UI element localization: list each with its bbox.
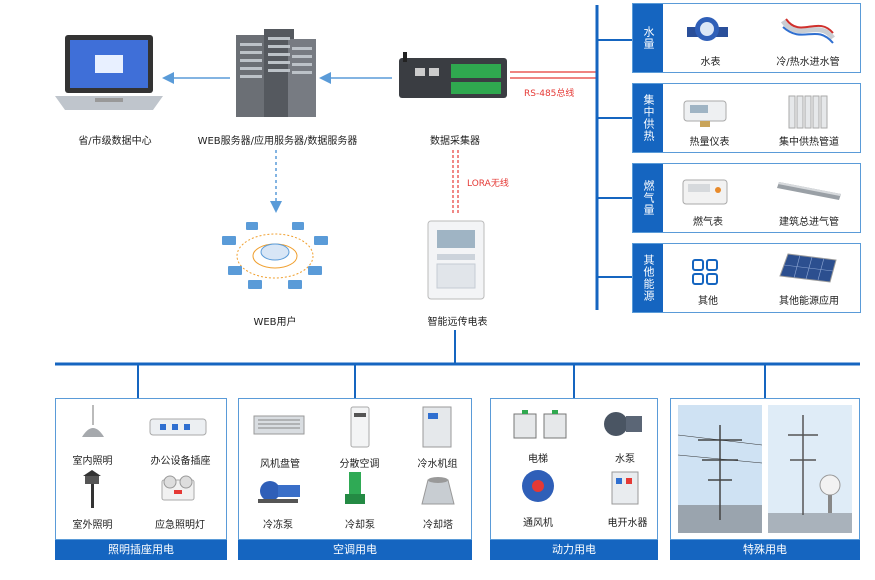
- elevator-icon: [513, 410, 567, 439]
- servers-label: WEB服务器/应用服务器/数据服务器: [197, 136, 358, 147]
- radiator-icon: [788, 95, 828, 129]
- gas-meter-label: 燃气表: [693, 217, 723, 228]
- split-ac-icon: [350, 406, 370, 448]
- water-pipe-icon: [780, 18, 835, 44]
- category-lighting-title: 照明插座用电: [55, 540, 227, 560]
- item-split-ac: 分散空调: [339, 459, 380, 470]
- server-rack-icon: [236, 29, 316, 117]
- panel-heating-title: 集中供热: [633, 84, 663, 152]
- panel-water: 水量: [632, 3, 861, 73]
- gas-pipe-label: 建筑总进气管: [779, 217, 839, 228]
- cooling-pump-icon: [345, 472, 365, 504]
- chiller-icon: [422, 406, 452, 448]
- web-users-network-icon: [222, 222, 328, 289]
- emergency-light-icon: [161, 475, 195, 501]
- item-elevator: 电梯: [528, 454, 548, 465]
- category-special-title: 特殊用电: [670, 540, 860, 560]
- rs485-label: RS-485总线: [524, 89, 575, 99]
- heating-pipe-label: 集中供热管道: [779, 137, 839, 148]
- other-energy-label: 其他能源应用: [779, 296, 839, 307]
- smart-meter-icon: [427, 220, 485, 300]
- province-center-label: 省/市级数据中心: [78, 136, 152, 147]
- laptop-icon: [55, 35, 163, 110]
- gas-pipe-icon: [777, 182, 841, 200]
- fan-coil-icon: [253, 415, 305, 435]
- lora-label: LORA无线: [467, 179, 509, 189]
- cooling-tower-icon: [421, 477, 455, 505]
- item-outdoor-lighting: 室外照明: [72, 520, 113, 531]
- water-meter-label: 水表: [700, 57, 721, 68]
- water-pipe-label: 冷/热水进水管: [776, 57, 840, 68]
- item-water-pump: 水泵: [615, 454, 635, 465]
- heat-meter-label: 热量仪表: [689, 137, 730, 148]
- item-cooling-pump: 冷却泵: [345, 520, 375, 531]
- panel-gas: 燃气量: [632, 163, 861, 233]
- panel-gas-title: 燃气量: [633, 164, 663, 232]
- water-pump-icon: [604, 412, 642, 436]
- heat-meter-icon: [683, 100, 727, 127]
- water-meter-icon: [687, 17, 728, 41]
- ceiling-lamp-icon: [82, 405, 104, 437]
- communication-tower-photo: [768, 405, 852, 533]
- category-ac-title: 空调用电: [238, 540, 472, 560]
- item-chilled-pump: 冷冻泵: [263, 520, 293, 531]
- outdoor-lamp-icon: [83, 470, 101, 508]
- other-label: 其他: [698, 296, 718, 307]
- web-users-label: WEB用户: [253, 317, 297, 328]
- solar-panel-icon: [779, 253, 837, 283]
- item-ventilator: 通风机: [523, 518, 553, 529]
- category-power-title: 动力用电: [490, 540, 658, 560]
- water-boiler-icon: [611, 471, 639, 505]
- panel-water-title: 水量: [633, 4, 663, 72]
- item-indoor-lighting: 室内照明: [72, 456, 113, 467]
- gas-meter-icon: [682, 179, 728, 205]
- panel-other-title: 其他能源: [633, 244, 663, 312]
- item-cooling-tower: 冷却塔: [423, 520, 453, 531]
- item-chiller: 冷水机组: [417, 459, 458, 470]
- chilled-pump-icon: [258, 481, 300, 503]
- other-grid-icon: [692, 259, 718, 285]
- substation-photo: [678, 405, 762, 533]
- item-emergency-lighting: 应急照明灯: [155, 520, 205, 531]
- collector-label: 数据采集器: [430, 136, 480, 147]
- item-fan-coil: 风机盘管: [260, 459, 300, 470]
- item-office-socket: 办公设备插座: [150, 456, 211, 467]
- smart-meter-label: 智能远传电表: [427, 317, 488, 328]
- power-strip-icon: [149, 418, 207, 436]
- ventilator-icon: [522, 470, 554, 502]
- panel-other-energy: 其他能源: [632, 243, 861, 313]
- item-water-boiler: 电开水器: [607, 518, 648, 529]
- data-collector-icon: [399, 52, 507, 98]
